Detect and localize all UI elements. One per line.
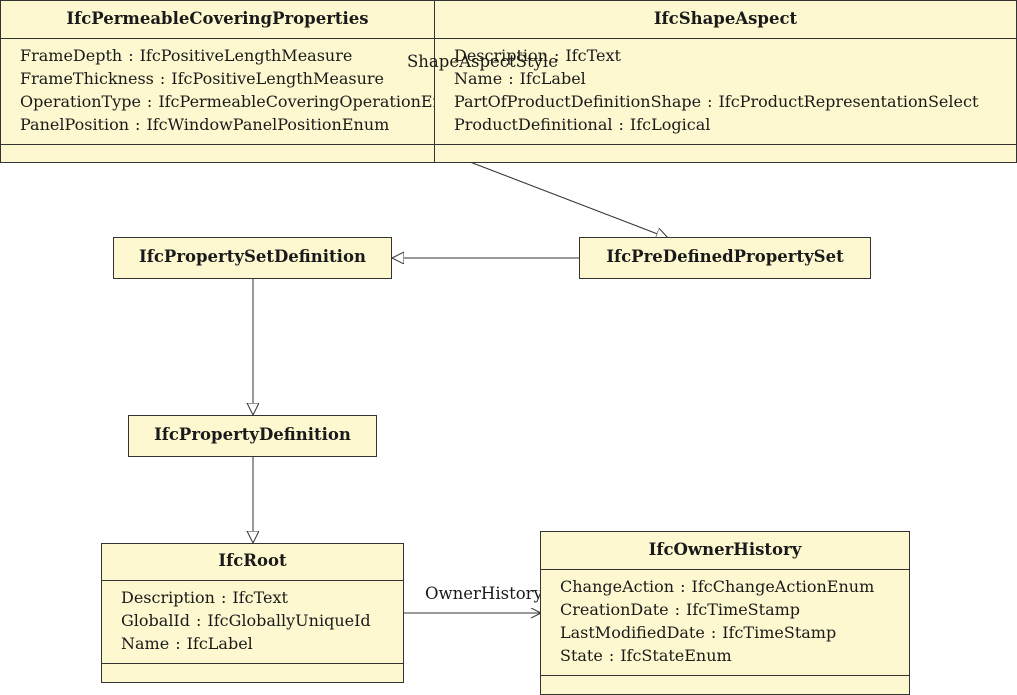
attribute-row: State:IfcStateEnum <box>560 646 732 665</box>
class-ifc-property-definition[interactable]: IfcPropertyDefinition <box>128 415 377 457</box>
attribute-list: FrameDepth:IfcPositiveLengthMeasure Fram… <box>1 39 434 145</box>
attribute-row: PartOfProductDefinitionShape:IfcProductR… <box>454 92 979 111</box>
attribute-row: Name:IfcLabel <box>454 69 586 88</box>
class-ifc-root[interactable]: IfcRoot Description:IfcText GlobalId:Ifc… <box>101 543 404 683</box>
attribute-row: GlobalId:IfcGloballyUniqueId <box>121 611 371 630</box>
class-name: IfcPropertyDefinition <box>154 425 351 444</box>
class-name: IfcPreDefinedPropertySet <box>606 247 844 266</box>
attribute-list: Description:IfcText Name:IfcLabel PartOf… <box>435 39 1016 145</box>
class-name: IfcRoot <box>102 544 403 581</box>
attribute-list: ChangeAction:IfcChangeActionEnum Creatio… <box>541 570 909 676</box>
attribute-row: ProductDefinitional:IfcLogical <box>454 115 711 134</box>
attribute-row: PanelPosition:IfcWindowPanelPositionEnum <box>20 115 390 134</box>
class-ifc-permeable-covering-properties[interactable]: IfcPermeableCoveringProperties FrameDept… <box>0 0 435 163</box>
class-name: IfcOwnerHistory <box>541 532 909 570</box>
class-name: IfcPermeableCoveringProperties <box>1 1 434 39</box>
attribute-row: ChangeAction:IfcChangeActionEnum <box>560 577 875 596</box>
attribute-row: Name:IfcLabel <box>121 634 253 653</box>
owner-history-label: OwnerHistory <box>425 584 543 603</box>
attribute-list: Description:IfcText GlobalId:IfcGlobally… <box>102 581 403 664</box>
class-name: IfcPropertySetDefinition <box>139 247 366 266</box>
attribute-row: OperationType:IfcPermeableCoveringOperat… <box>20 92 434 111</box>
attribute-row: FrameThickness:IfcPositiveLengthMeasure <box>20 69 384 88</box>
attribute-row: Description:IfcText <box>454 46 621 65</box>
edge-permeable-to-predefined <box>469 161 668 238</box>
attribute-row: Description:IfcText <box>121 588 288 607</box>
attribute-row: LastModifiedDate:IfcTimeStamp <box>560 623 837 642</box>
attribute-row: CreationDate:IfcTimeStamp <box>560 600 801 619</box>
class-name: IfcShapeAspect <box>435 1 1016 39</box>
attribute-row: FrameDepth:IfcPositiveLengthMeasure <box>20 46 353 65</box>
class-ifc-owner-history[interactable]: IfcOwnerHistory ChangeAction:IfcChangeAc… <box>540 531 910 695</box>
shape-aspect-style-label: ShapeAspectStyle <box>407 52 558 71</box>
class-ifc-shape-aspect[interactable]: IfcShapeAspect Description:IfcText Name:… <box>434 0 1017 163</box>
class-ifc-property-set-definition[interactable]: IfcPropertySetDefinition <box>113 237 392 279</box>
class-ifc-pre-defined-property-set[interactable]: IfcPreDefinedPropertySet <box>579 237 871 279</box>
